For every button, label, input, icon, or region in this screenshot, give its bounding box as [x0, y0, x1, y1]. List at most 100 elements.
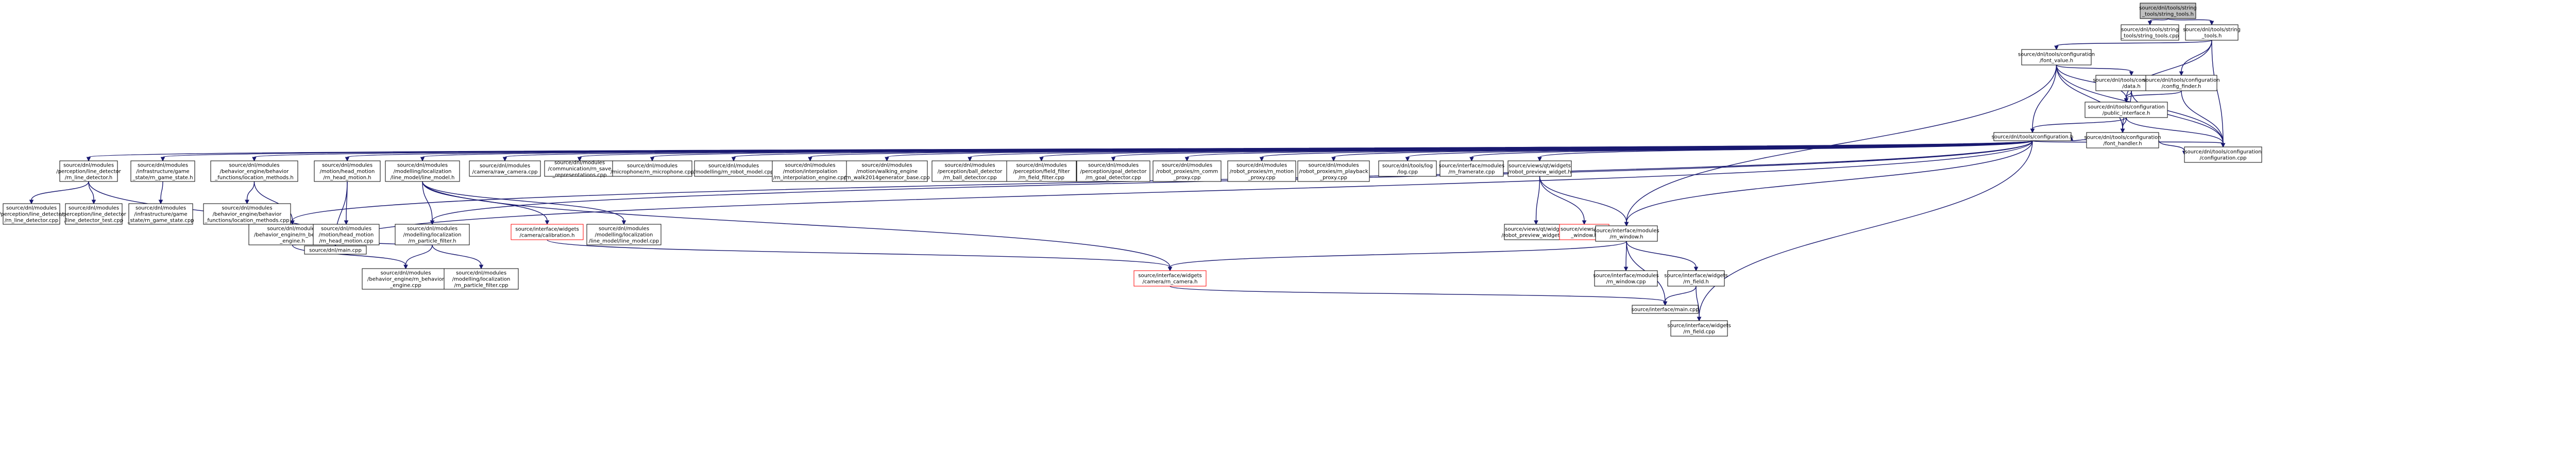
graph-node-field-h[interactable]: source/interface/widgets/rn_field.h: [1664, 270, 1728, 287]
graph-node-line-model-h[interactable]: source/dnl/modules/modelling/localizatio…: [385, 160, 460, 182]
graph-node-field-filter-cpp[interactable]: source/dnl/modules/perception/field_filt…: [1006, 160, 1077, 182]
graph-node-string-tools-cpp[interactable]: source/dnl/tools/string_tools/string_too…: [2121, 24, 2179, 41]
graph-node-microphone-cpp[interactable]: source/dnl/modules/microphone/rn_microph…: [611, 160, 694, 177]
graph-node-ball-detector-cpp[interactable]: source/dnl/modules/perception/ball_detec…: [931, 160, 1008, 182]
graph-node-location-methods-h[interactable]: source/dnl/modules/behavior_engine/behav…: [210, 160, 298, 182]
graph-node-field-cpp[interactable]: source/interface/widgets/rn_field.cpp: [1667, 320, 1731, 337]
graph-node-configuration-cpp[interactable]: source/dnl/tools/configuration/configura…: [2184, 146, 2262, 163]
graph-node-config-finder-h[interactable]: source/dnl/tools/configuration/config_fi…: [2143, 75, 2220, 91]
graph-node-particle-filter-h[interactable]: source/dnl/modules/modelling/localizatio…: [395, 224, 470, 245]
dependency-edge: [2181, 40, 2212, 72]
edge-arrowhead: [577, 157, 582, 162]
node-label: source/interface/widgets: [1667, 323, 1731, 329]
node-label: source/dnl/modules: [1088, 163, 1139, 169]
graph-node-log-cpp[interactable]: source/dnl/tools/log/log.cpp: [1378, 160, 1437, 177]
graph-node-framerate-cpp[interactable]: source/interface/modules/rn_framerate.cp…: [1439, 160, 1504, 177]
graph-node-robot-preview-widget-h[interactable]: source/views/qt/widgets/robot_preview_wi…: [1507, 160, 1572, 177]
graph-node-interface-main-cpp[interactable]: source/interface/main.cpp: [1632, 305, 1699, 314]
graph-node-behavior-engine-cpp[interactable]: source/dnl/modules/behavior_engine/rn_be…: [362, 268, 450, 290]
node-label: /perception/line_detector: [61, 212, 126, 218]
node-label: /data.h: [2122, 84, 2140, 90]
graph-node-calibration-h[interactable]: source/interface/widgets/camera/calibrat…: [511, 224, 584, 240]
graph-node-line-detector-cpp[interactable]: source/dnl/modules/perception/line_detec…: [0, 203, 64, 225]
node-box: [1594, 270, 1658, 287]
edge-arrowhead: [1623, 267, 1629, 272]
node-label: source/dnl/tools/log: [1382, 163, 1433, 169]
graph-node-game-state-h[interactable]: source/dnl/modules/infrastructure/game_s…: [130, 160, 195, 182]
node-label: /perception/line_detector: [0, 212, 64, 218]
graph-node-particle-filter-cpp[interactable]: source/dnl/modules/modelling/localizatio…: [444, 268, 519, 290]
node-label: /rn_line_detector.cpp: [5, 218, 58, 224]
node-label: /line_model/line_model.h: [391, 175, 455, 181]
node-box: [694, 160, 773, 177]
dependency-edge: [2032, 117, 2127, 129]
graph-node-interpolation-engine-cpp[interactable]: source/dnl/modules/motion/interpolation/…: [772, 160, 849, 182]
graph-node-tools-string-tools-h[interactable]: source/dnl/tools/string_tools.h: [2183, 24, 2241, 41]
node-label: /camera/rn_camera.h: [1142, 279, 1197, 285]
dependency-edge: [2211, 40, 2224, 144]
graph-node-motion-proxy-cpp[interactable]: source/dnl/modules/robot_proxies/rn_moti…: [1227, 160, 1296, 182]
node-box: [1297, 160, 1370, 182]
graph-node-raw-camera-cpp[interactable]: source/dnl/modules/camera/raw_camera.cpp: [469, 160, 541, 177]
graph-node-font-handler-h[interactable]: source/dnl/tools/configuration/font_hand…: [2084, 132, 2161, 148]
graph-node-head-motion-cpp[interactable]: source/dnl/modules/motion/head_motion/rn…: [313, 224, 380, 245]
graph-node-goal-detector-cpp[interactable]: source/dnl/modules/perception/goal_detec…: [1076, 160, 1150, 182]
node-box: [313, 224, 380, 245]
node-label: /font_value.h: [2040, 58, 2073, 64]
graph-node-font-value-h[interactable]: source/dnl/tools/configuration/font_valu…: [2018, 49, 2095, 65]
graph-node-main-cpp[interactable]: source/dnl/main.cpp: [304, 245, 367, 255]
node-label: /robot_preview_widget.h: [1508, 170, 1571, 175]
node-label: source/dnl/modules: [397, 163, 448, 169]
node-label: source/views/qt/widgets: [1509, 163, 1571, 169]
dependency-edge: [2056, 40, 2212, 46]
dependency-edge: [2126, 90, 2182, 99]
node-box: [304, 245, 367, 255]
node-box: [1507, 160, 1572, 177]
graph-node-configuration-h[interactable]: source/dnl/tools/configuration.h: [1992, 132, 2074, 141]
edge-arrowhead: [621, 220, 626, 225]
node-label: /rn_particle_filter.cpp: [454, 283, 508, 289]
node-label: /camera/raw_camera.cpp: [472, 170, 537, 175]
node-label: _proxy.cpp: [1173, 175, 1201, 181]
node-label: source/dnl/modules: [785, 163, 835, 169]
graph-node-walk-base-cpp[interactable]: source/dnl/modules/motion/walking_engine…: [844, 160, 930, 182]
graph-node-rn-window-h[interactable]: source/interface/modules/rn_window.h: [1594, 225, 1659, 242]
graph-node-save-representations-cpp[interactable]: source/dnl/modules/communication/rn_save…: [544, 160, 615, 178]
node-box: [1670, 320, 1728, 337]
node-box: [444, 268, 519, 290]
graph-node-root[interactable]: source/dnl/tools/string_tools/string_too…: [2139, 3, 2197, 19]
edge-arrowhead: [290, 220, 295, 225]
graph-node-playback-proxy-cpp[interactable]: source/dnl/modules/robot_proxies/rn_play…: [1297, 160, 1370, 182]
graph-node-game-state-cpp[interactable]: source/dnl/modules/infrastructure/game_s…: [127, 203, 194, 225]
node-box: [2021, 49, 2092, 65]
node-label: /rn_window.cpp: [1606, 279, 1646, 285]
node-label: /modelling/rn_robot_model.cpp: [693, 170, 773, 175]
node-label: source/dnl/tools/configuration: [2084, 135, 2161, 141]
node-box: [1153, 160, 1222, 182]
graph-node-head-motion-h[interactable]: source/dnl/modules/motion/head_motion/rn…: [314, 160, 381, 182]
node-box: [1504, 224, 1568, 240]
graph-node-robot-model-cpp[interactable]: source/dnl/modules/modelling/rn_robot_mo…: [693, 160, 774, 177]
node-box: [2184, 146, 2262, 163]
dependency-edge: [2181, 90, 2224, 144]
node-box: [59, 160, 118, 182]
graph-node-camera-h[interactable]: source/interface/widgets/camera/rn_camer…: [1133, 270, 1207, 287]
graph-node-public-interface-h[interactable]: source/dnl/tools/configuration/public_in…: [2084, 102, 2168, 118]
graph-node-robot-preview-widget-cpp[interactable]: source/views/qt/widgets/robot_preview_wi…: [1501, 224, 1571, 240]
graph-node-rn-window-cpp[interactable]: source/interface/modules/rn_window.cpp: [1593, 270, 1659, 287]
dependency-edge: [253, 181, 293, 221]
graph-node-location-methods-cpp[interactable]: source/dnl/modules/behavior_engine/behav…: [203, 203, 291, 225]
edge-arrowhead: [403, 264, 408, 270]
node-label: source/dnl/modules: [321, 226, 371, 232]
graph-node-line-detector-test-cpp[interactable]: source/dnl/modules/perception/line_detec…: [61, 203, 127, 225]
edge-arrowhead: [2147, 21, 2153, 26]
node-label: /rn_head_motion.cpp: [319, 239, 374, 244]
dependency-edge: [405, 244, 433, 266]
node-box: [1006, 160, 1077, 182]
graph-node-line-model-cpp[interactable]: source/dnl/modules/modelling/localizatio…: [586, 224, 662, 245]
node-label: _proxy.cpp: [1319, 175, 1347, 181]
graph-node-line-detector-h[interactable]: source/dnl/modules/perception/line_detec…: [56, 160, 122, 182]
graph-node-comm-proxy-cpp[interactable]: source/dnl/modules/robot_proxies/rn_comm…: [1153, 160, 1222, 182]
dependency-edge: [31, 181, 89, 201]
node-label: source/dnl/tools/configuration.h: [1992, 135, 2074, 140]
